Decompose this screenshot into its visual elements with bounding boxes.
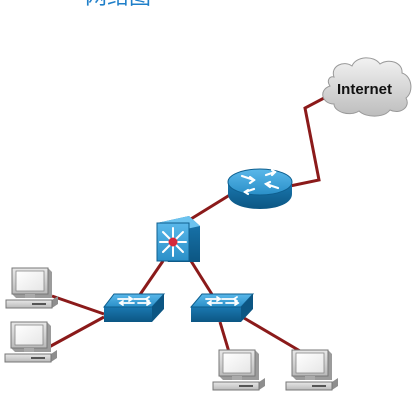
link-router-internet bbox=[289, 95, 327, 188]
link-switch-pc-2 bbox=[48, 315, 105, 349]
title-fragment: 网络图 bbox=[85, 0, 151, 9]
link-core-router bbox=[185, 191, 234, 224]
internet-cloud: Internet bbox=[322, 57, 412, 117]
link-switch-pc-3 bbox=[218, 321, 231, 353]
router-icon bbox=[227, 168, 293, 209]
link-switch-pc-4 bbox=[243, 316, 301, 353]
pc-icon-1 bbox=[5, 267, 59, 309]
internet-label: Internet bbox=[337, 81, 392, 98]
link-switch-pc-1 bbox=[51, 294, 105, 316]
access-switch-left-icon bbox=[102, 293, 166, 322]
pc-icon-3 bbox=[212, 349, 266, 391]
access-switch-right-icon bbox=[189, 293, 255, 322]
pc-icon-2 bbox=[4, 321, 58, 363]
link-core-switch-left bbox=[137, 260, 165, 297]
multilayer-switch-icon bbox=[156, 216, 200, 262]
link-core-switch-right bbox=[189, 260, 215, 297]
pc-icon-4 bbox=[285, 349, 339, 391]
network-links bbox=[48, 95, 327, 353]
